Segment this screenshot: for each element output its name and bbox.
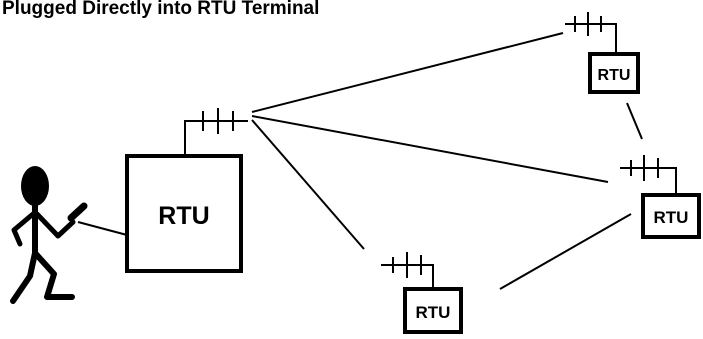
rtu-top-right-box (588, 52, 640, 94)
rtu-bottom-box (403, 287, 463, 334)
rtu-top-right-label: RTU (598, 67, 631, 84)
rtu-main: RTU (125, 108, 248, 273)
stick-figure-icon (10, 166, 88, 304)
link-main-to-top-right (251, 32, 564, 113)
rtu-right: RTU (620, 155, 701, 239)
radio-links (251, 32, 643, 290)
antenna-icon (184, 108, 248, 156)
rtu-top-right: RTU (565, 12, 640, 94)
person-head (21, 166, 49, 206)
antenna-icon (381, 252, 434, 289)
cable-to-rtu (77, 221, 128, 236)
rtu-main-box (125, 154, 243, 273)
rtu-bottom-label: RTU (416, 303, 451, 322)
link-main-to-bottom (251, 119, 365, 250)
link-top-right-to-right (626, 102, 643, 140)
rtu-right-box (641, 193, 701, 239)
antenna-icon (565, 12, 617, 54)
link-main-to-right (251, 115, 609, 183)
link-right-to-bottom (499, 213, 632, 290)
rtu-bottom: RTU (381, 252, 463, 334)
rtu-right-label: RTU (654, 208, 689, 227)
handheld-device (67, 202, 88, 222)
antenna-icon (620, 155, 677, 195)
page-title: Plugged Directly into RTU Terminal (2, 0, 319, 19)
rtu-main-label: RTU (158, 202, 209, 230)
